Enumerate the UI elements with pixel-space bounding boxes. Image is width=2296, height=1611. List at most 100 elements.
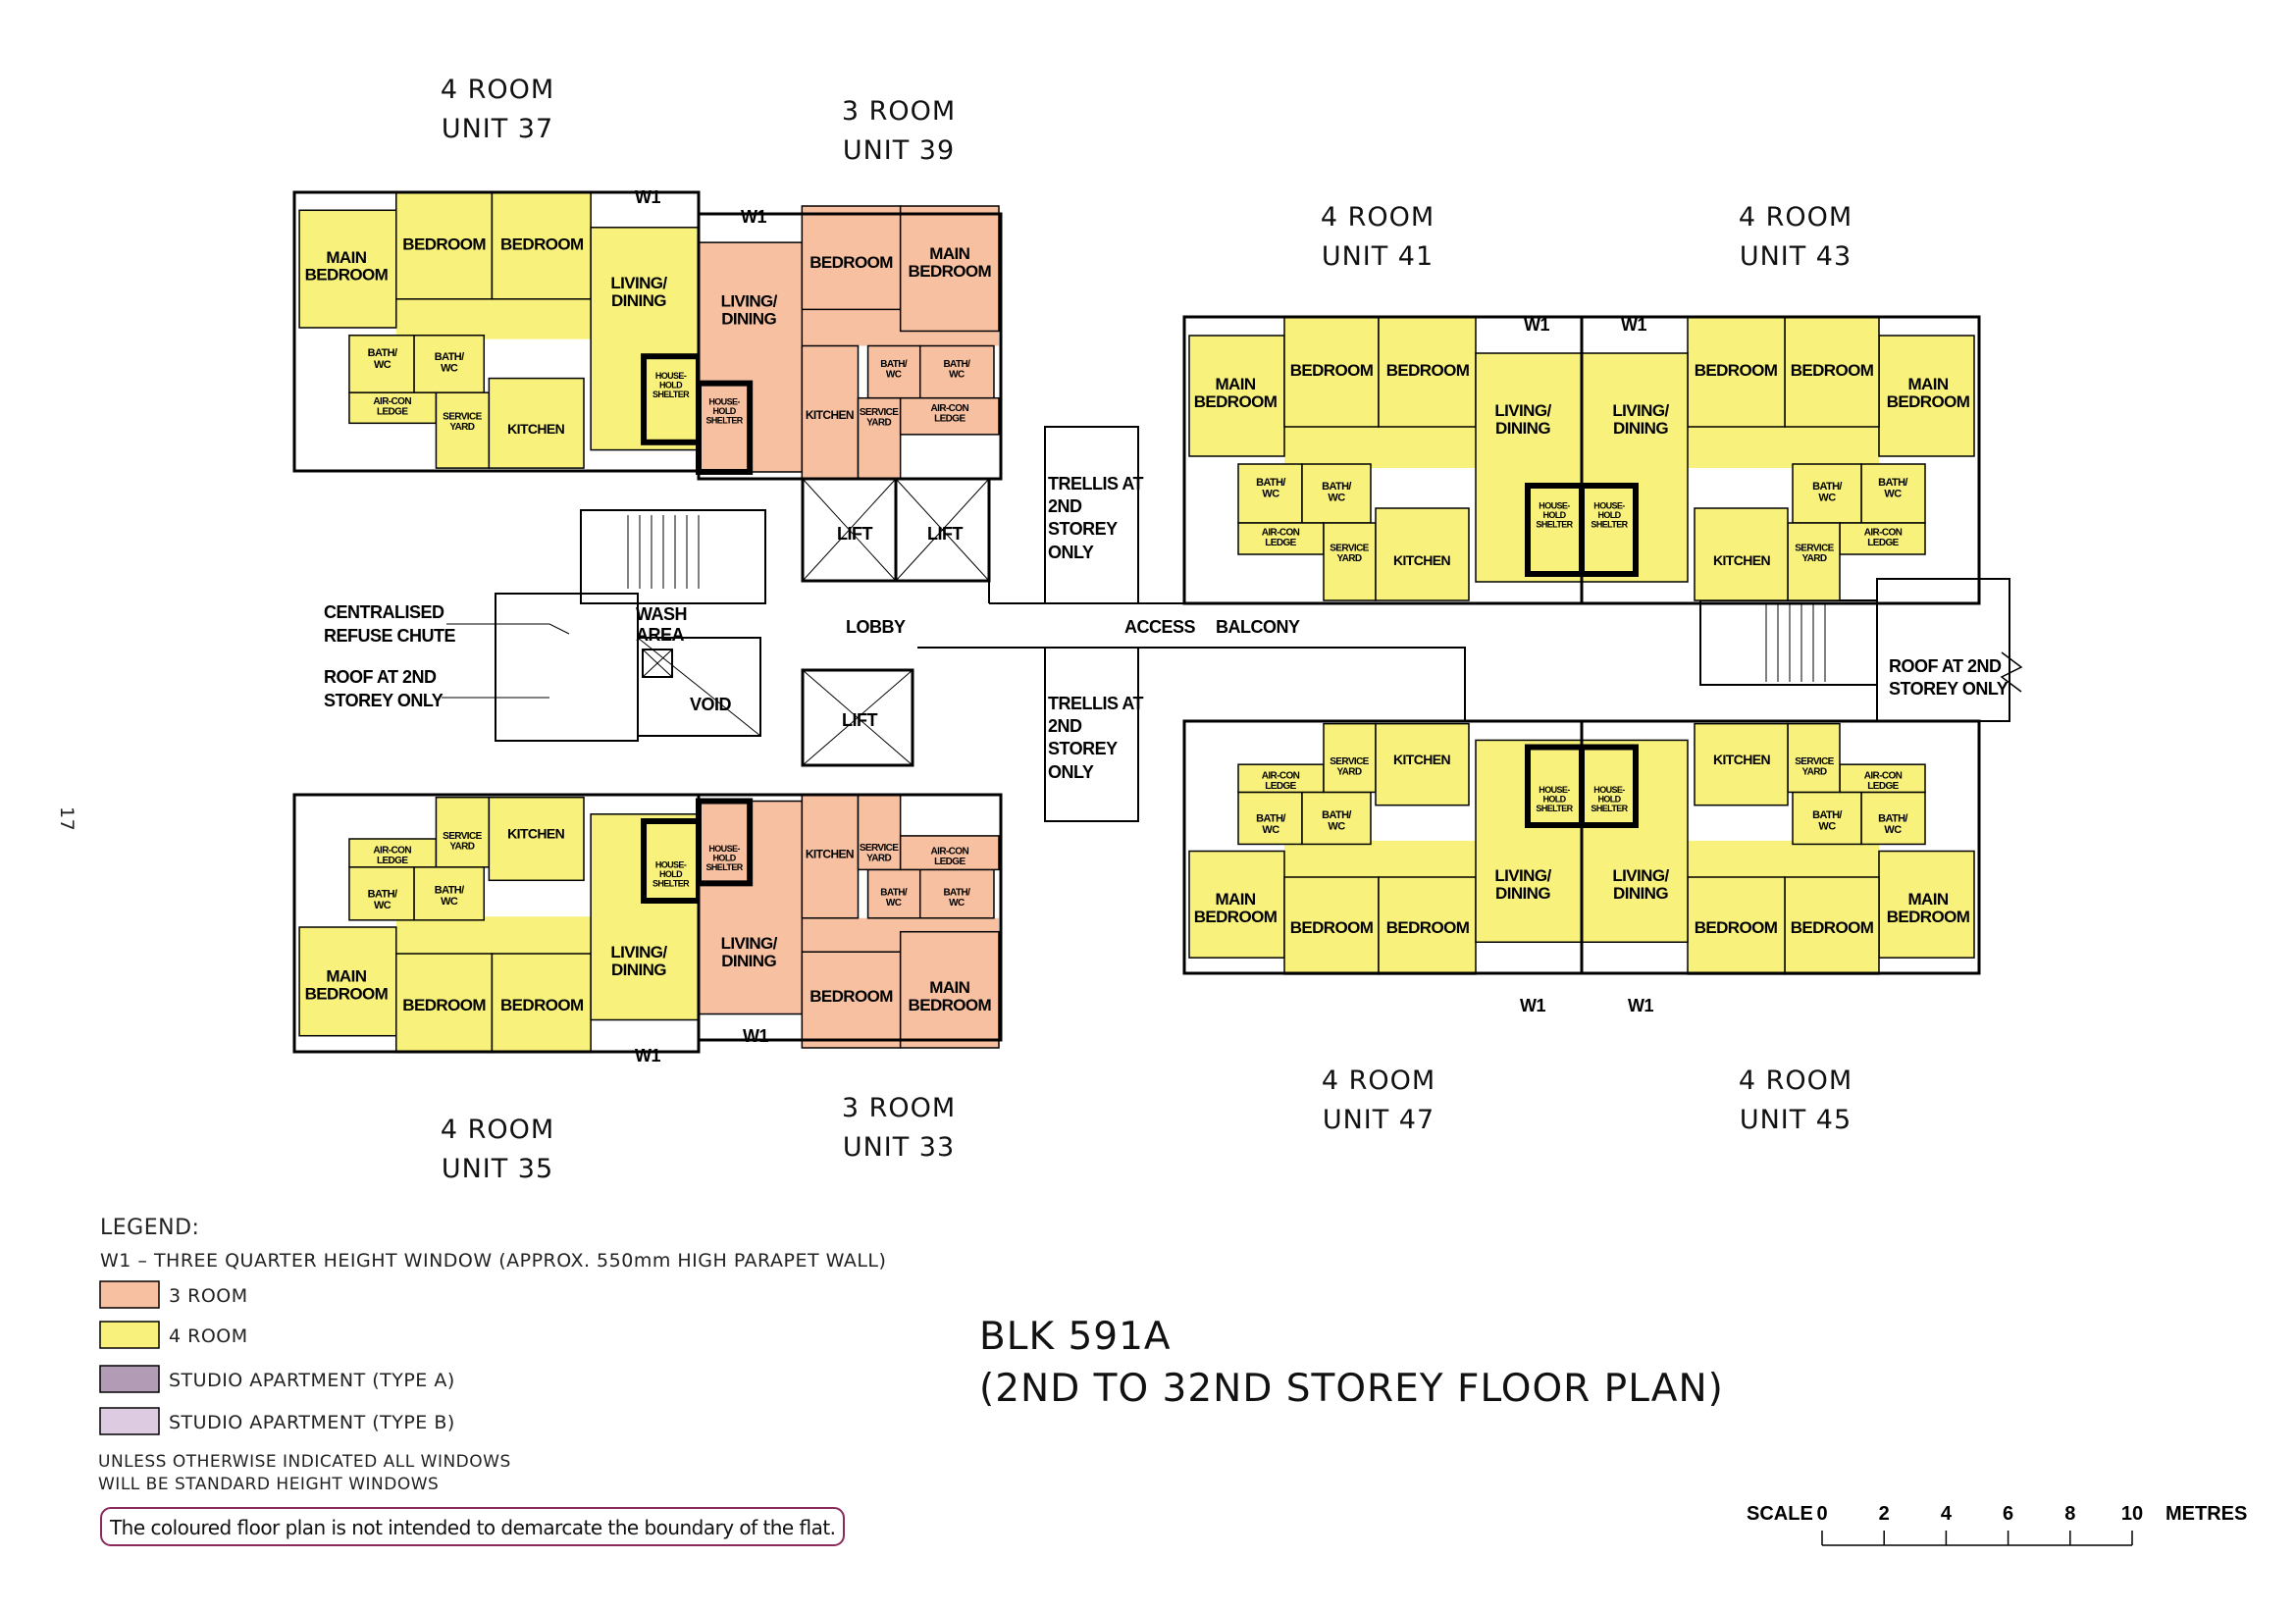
bath-wc[interactable]: [1301, 463, 1372, 524]
bath-wc[interactable]: [1237, 791, 1303, 846]
bedroom[interactable]: [1283, 316, 1380, 428]
kitchen[interactable]: [488, 377, 585, 469]
aircon-ledge[interactable]: [348, 391, 438, 425]
bedroom[interactable]: [1378, 316, 1477, 428]
kitchen[interactable]: [801, 794, 860, 919]
bath-wc[interactable]: [348, 335, 415, 393]
legend-item-label: STUDIO APARTMENT (TYPE A): [169, 1370, 455, 1391]
household-shelter[interactable]: [1525, 483, 1585, 577]
household-shelter-label: HOLD: [1542, 510, 1566, 520]
bedroom[interactable]: [801, 205, 902, 311]
bedroom-label: BEDROOM: [1386, 361, 1470, 380]
main-bedroom[interactable]: [899, 205, 1000, 333]
bath-wc[interactable]: [1237, 463, 1303, 524]
kitchen[interactable]: [1375, 722, 1470, 806]
bath-wc[interactable]: [866, 344, 921, 399]
unit-outer-wall: [1580, 315, 1981, 605]
main-bedroom[interactable]: [298, 926, 397, 1037]
bath-wc[interactable]: [1792, 463, 1862, 524]
kitchen[interactable]: [1694, 722, 1789, 806]
trellis-label: 2ND: [1048, 716, 1082, 736]
service-yard[interactable]: [1323, 522, 1377, 601]
main-bedroom[interactable]: [298, 209, 397, 329]
bedroom[interactable]: [1784, 876, 1880, 975]
aircon-ledge[interactable]: [1237, 763, 1325, 794]
kitchen[interactable]: [1375, 507, 1470, 601]
service-yard[interactable]: [435, 796, 491, 868]
bath-wc-label: BATH/: [1256, 812, 1285, 824]
refuse-chute-label: REFUSE CHUTE: [324, 626, 456, 646]
bath-wc-label: BATH/: [368, 347, 397, 359]
kitchen[interactable]: [1694, 507, 1789, 601]
main-bedroom[interactable]: [899, 930, 1000, 1049]
household-shelter[interactable]: [641, 353, 702, 445]
aircon-ledge-label: AIR-CON: [1262, 770, 1300, 781]
aircon-ledge[interactable]: [1839, 763, 1926, 794]
service-yard[interactable]: [435, 391, 491, 469]
bath-wc[interactable]: [1860, 463, 1926, 524]
bath-wc[interactable]: [348, 866, 415, 921]
kitchen[interactable]: [801, 344, 860, 480]
aircon-ledge-label: LEDGE: [934, 414, 965, 425]
service-yard[interactable]: [1787, 722, 1841, 794]
bath-wc[interactable]: [918, 868, 995, 919]
service-yard[interactable]: [857, 396, 902, 480]
main-bedroom[interactable]: [1878, 335, 1975, 457]
bedroom[interactable]: [1283, 876, 1380, 975]
bedroom[interactable]: [395, 191, 494, 300]
hallway: [395, 296, 595, 339]
balcony-label: BALCONY: [1216, 617, 1300, 637]
aircon-ledge-label: AIR-CON: [931, 847, 969, 857]
bedroom[interactable]: [491, 953, 592, 1054]
hallway: [395, 916, 595, 956]
w1-label: W1: [635, 187, 660, 207]
household-shelter[interactable]: [1525, 744, 1585, 828]
bedroom[interactable]: [1687, 876, 1786, 975]
bedroom[interactable]: [1378, 876, 1477, 975]
main-bedroom[interactable]: [1878, 850, 1975, 959]
kitchen-label: KITCHEN: [806, 408, 854, 422]
main-bedroom[interactable]: [1188, 335, 1285, 457]
bedroom[interactable]: [1784, 316, 1880, 428]
unit-type-label: 4 ROOM: [1739, 1065, 1852, 1096]
service-yard[interactable]: [1323, 722, 1377, 794]
lift-label: LIFT: [842, 710, 877, 730]
legend-w1-note: W1 – THREE QUARTER HEIGHT WINDOW (APPROX…: [100, 1250, 886, 1272]
aircon-ledge-label: LEDGE: [1265, 538, 1296, 548]
household-shelter[interactable]: [1579, 483, 1639, 577]
service-yard[interactable]: [1787, 522, 1841, 601]
unit-43[interactable]: MAINBEDROOMBEDROOMBEDROOMLIVING/DININGBA…: [1579, 315, 1981, 605]
bath-wc-label: BATH/: [880, 359, 908, 370]
unit-number-label: UNIT 41: [1322, 241, 1434, 272]
bedroom[interactable]: [491, 191, 592, 300]
main-bedroom-label: MAIN: [1215, 890, 1255, 909]
service-yard[interactable]: [857, 794, 902, 871]
service-yard-label: YARD: [866, 853, 891, 863]
plan-subtitle: (2ND TO 32ND STOREY FLOOR PLAN): [979, 1367, 1724, 1411]
bath-wc-label: BATH/: [943, 359, 970, 370]
roof-right-label: STOREY ONLY: [1889, 679, 2009, 699]
bedroom[interactable]: [801, 951, 902, 1049]
household-shelter[interactable]: [696, 798, 754, 887]
main-bedroom[interactable]: [1188, 850, 1285, 959]
kitchen[interactable]: [488, 796, 585, 882]
main-bedroom-label: MAIN: [929, 244, 969, 263]
unit-45[interactable]: MAINBEDROOMBEDROOMBEDROOMLIVING/DININGBA…: [1579, 719, 1981, 975]
bath-wc[interactable]: [1301, 791, 1372, 846]
core-area: [442, 426, 2023, 822]
bath-wc[interactable]: [413, 335, 486, 393]
aircon-ledge[interactable]: [899, 396, 1000, 436]
living-dining-label: LIVING/: [610, 943, 667, 961]
aircon-ledge[interactable]: [1839, 522, 1926, 555]
household-shelter[interactable]: [696, 380, 754, 475]
aircon-ledge[interactable]: [1237, 522, 1325, 555]
main-bedroom-label: MAIN: [326, 967, 366, 986]
aircon-ledge[interactable]: [899, 835, 1000, 871]
aircon-ledge[interactable]: [348, 838, 438, 868]
